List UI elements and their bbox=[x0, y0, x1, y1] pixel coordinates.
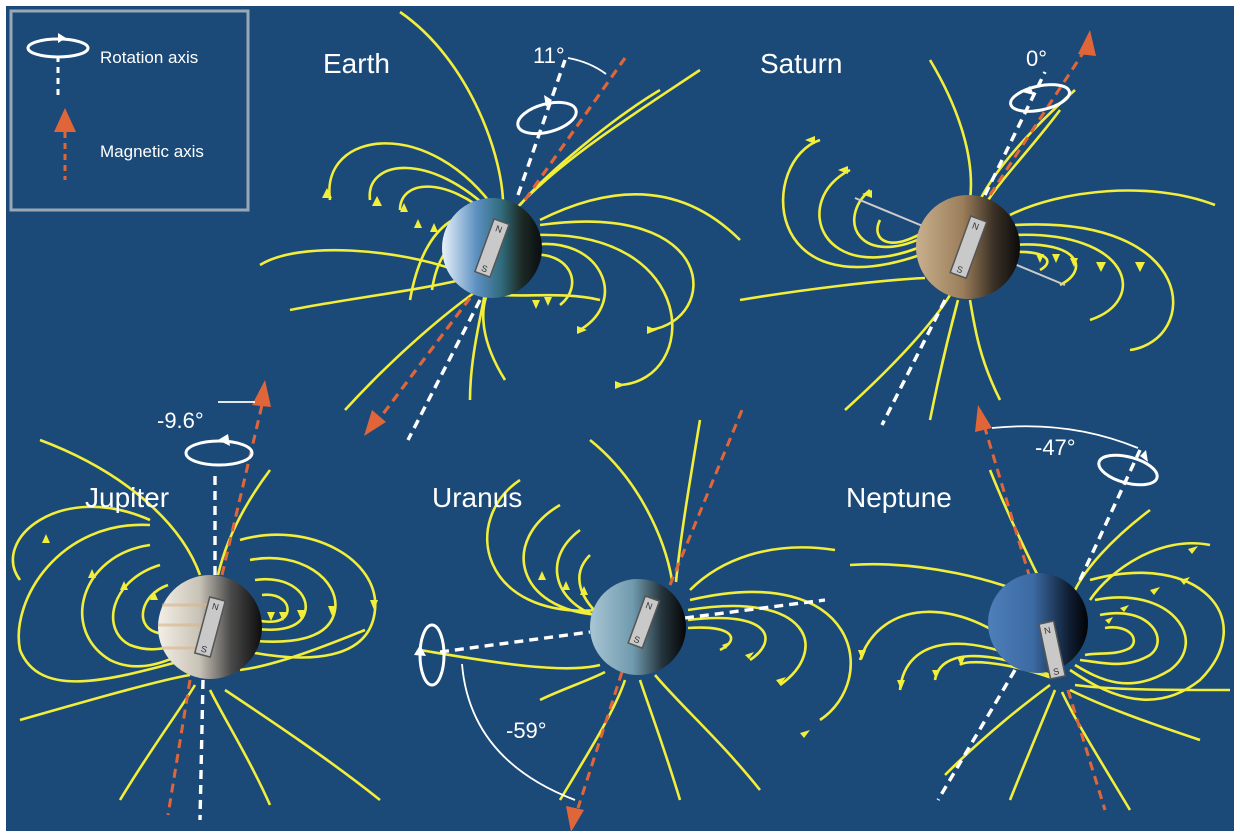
uranus-name: Uranus bbox=[432, 482, 522, 513]
neptune-magnetic-axis-lower bbox=[1066, 689, 1107, 811]
jupiter-group: N S Jupiter -9.6° bbox=[11, 380, 381, 821]
neptune-name: Neptune bbox=[846, 482, 952, 513]
jupiter-rotation-icon bbox=[184, 434, 254, 467]
magnetic-axis-icon bbox=[54, 108, 76, 180]
earth-rotation-axis bbox=[516, 59, 567, 196]
jupiter-field-arrows bbox=[42, 534, 378, 621]
jupiter-angle: -9.6° bbox=[157, 408, 204, 433]
saturn-bar-magnet: N S bbox=[949, 215, 988, 280]
jupiter-bar-magnet: N S bbox=[193, 595, 227, 659]
saturn-rotation-icon bbox=[1009, 83, 1071, 113]
saturn-magnetic-arrowhead bbox=[1078, 30, 1096, 56]
legend: Rotation axis Magnetic axis bbox=[9, 9, 250, 212]
neptune-angle: -47° bbox=[1035, 435, 1076, 460]
svg-text:S: S bbox=[480, 263, 489, 274]
neptune-globe bbox=[988, 573, 1088, 673]
uranus-rotation-icon bbox=[414, 623, 446, 687]
svg-text:S: S bbox=[955, 264, 964, 275]
neptune-group: N S Neptune -47° bbox=[846, 405, 1231, 811]
earth-group: N S Earth 11° bbox=[259, 10, 741, 441]
neptune-bar-magnet: N S bbox=[1038, 620, 1067, 680]
legend-box bbox=[9, 9, 250, 212]
uranus-angle-arc bbox=[461, 663, 576, 801]
saturn-name: Saturn bbox=[760, 48, 843, 79]
saturn-rotation-axis bbox=[983, 71, 1047, 196]
earth-angle-arc bbox=[567, 57, 607, 75]
uranus-magnetic-axis bbox=[668, 409, 744, 586]
earth-angle: 11° bbox=[533, 43, 565, 68]
uranus-field-arrows bbox=[538, 571, 810, 738]
svg-text:N: N bbox=[211, 601, 220, 612]
jupiter-rotation-axis-lower bbox=[198, 679, 205, 821]
svg-text:N: N bbox=[644, 600, 654, 612]
jupiter-magnetic-axis-lower bbox=[166, 679, 192, 816]
saturn-field-arrows bbox=[805, 136, 1145, 272]
jupiter-name: Jupiter bbox=[85, 482, 169, 513]
neptune-rotation-icon bbox=[1097, 450, 1159, 487]
uranus-angle: -59° bbox=[506, 718, 547, 743]
svg-text:S: S bbox=[1052, 666, 1060, 677]
saturn-field-lines bbox=[739, 59, 1216, 421]
earth-field-arrows bbox=[322, 188, 657, 389]
earth-bar-magnet: N S bbox=[473, 217, 511, 279]
neptune-field-arrows bbox=[858, 546, 1198, 690]
uranus-bar-magnet: N S bbox=[627, 595, 661, 650]
uranus-group: N S Uranus -59° bbox=[414, 409, 852, 832]
jupiter-magnetic-arrowhead bbox=[252, 380, 271, 407]
saturn-group: N S Saturn 0° bbox=[739, 30, 1216, 426]
uranus-magnetic-axis-lower bbox=[576, 671, 624, 809]
svg-text:N: N bbox=[494, 223, 504, 235]
saturn-rotation-axis-lower bbox=[880, 299, 947, 426]
svg-text:S: S bbox=[200, 644, 208, 655]
jupiter-field-lines bbox=[11, 438, 381, 806]
earth-magnetic-arrowhead bbox=[364, 410, 386, 436]
neptune-magnetic-axis bbox=[982, 424, 1032, 579]
neptune-angle-arc bbox=[991, 425, 1139, 449]
saturn-angle: 0° bbox=[1026, 46, 1047, 71]
earth-rotation-axis-lower bbox=[406, 299, 482, 441]
uranus-rotation-axis bbox=[439, 630, 591, 654]
legend-rotation-label: Rotation axis bbox=[100, 48, 198, 67]
uranus-magnetic-arrowhead bbox=[566, 806, 584, 832]
uranus-rotation-axis-lower bbox=[684, 598, 826, 620]
neptune-magnetic-arrowhead bbox=[975, 405, 992, 432]
svg-text:S: S bbox=[632, 634, 641, 645]
earth-magnetic-axis-lower bbox=[378, 297, 472, 419]
neptune-rotation-axis-lower bbox=[936, 669, 1017, 801]
earth-name: Earth bbox=[323, 48, 390, 79]
earth-rotation-icon bbox=[516, 95, 578, 136]
neptune-rotation-axis bbox=[1078, 449, 1142, 581]
svg-text:N: N bbox=[971, 221, 981, 233]
svg-text:N: N bbox=[1043, 625, 1051, 636]
legend-magnetic-label: Magnetic axis bbox=[100, 142, 204, 161]
rotation-axis-icon bbox=[26, 33, 90, 96]
